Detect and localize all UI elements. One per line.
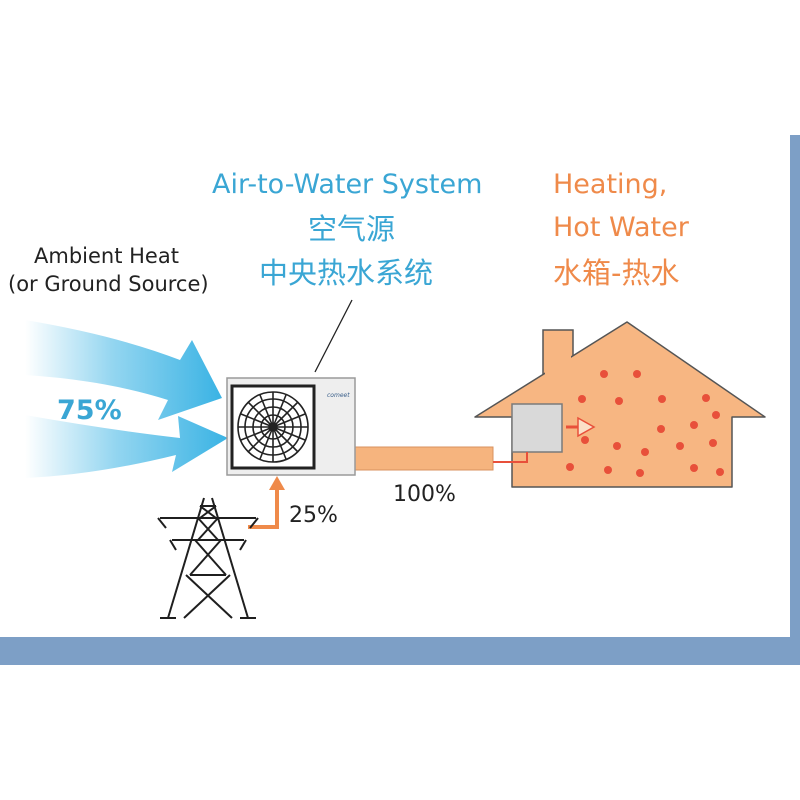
frame-right-border	[790, 135, 800, 665]
system-title-en: Air-to-Water System	[212, 169, 483, 200]
frame-bottom-border	[0, 637, 800, 665]
output-label-heating: Heating,	[553, 169, 668, 200]
total-percent-label: 100%	[393, 482, 456, 507]
power-tower-icon	[157, 497, 259, 619]
water-tank	[511, 403, 563, 453]
house-icon	[474, 321, 766, 488]
electric-feed-arrowhead	[269, 476, 285, 490]
heat-pipe	[354, 446, 494, 471]
electric-percent-label: 25%	[289, 503, 338, 528]
ambient-percent-label: 75%	[57, 395, 122, 426]
heat-dots	[566, 370, 724, 477]
system-leader-line	[314, 299, 353, 373]
heat-out-arrow	[566, 416, 596, 438]
pipe-to-tank	[493, 452, 528, 463]
ambient-heat-label: Ambient Heat	[34, 244, 179, 268]
output-label-cn: 水箱-热水	[553, 256, 680, 290]
fan-icon	[237, 391, 309, 463]
chimney-cover	[545, 332, 571, 392]
output-label-hot-water: Hot Water	[553, 212, 689, 243]
ambient-heat-arrow-upper	[25, 320, 222, 420]
unit-brand-logo: comeet	[327, 392, 350, 399]
heat-pump-unit: comeet	[226, 377, 356, 476]
ground-source-label: (or Ground Source)	[8, 272, 209, 296]
electric-feed-line	[248, 488, 279, 529]
ambient-heat-arrow-lower	[25, 415, 228, 478]
system-title-cn-line1: 空气源	[308, 212, 396, 246]
system-title-cn-line2: 中央热水系统	[259, 256, 434, 290]
